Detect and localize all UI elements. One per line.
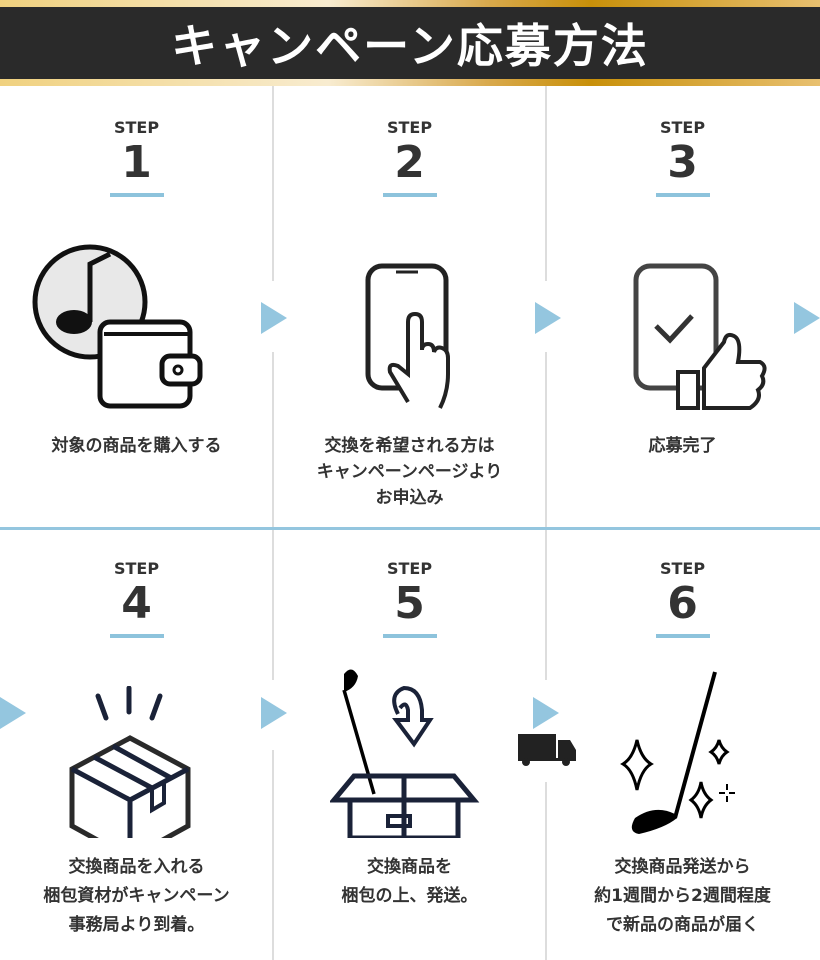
- step-4-description: 交換商品を入れる梱包資材がキャンペーン事務局より到着。: [0, 853, 273, 940]
- divider: [272, 352, 274, 527]
- step-label: STEP: [113, 118, 160, 137]
- step-number: 2: [394, 137, 425, 188]
- step-1-description: 対象の商品を購入する: [0, 433, 273, 459]
- smartphone-tap-icon: [365, 263, 450, 409]
- step-label: STEP: [659, 118, 706, 137]
- step-underline: [655, 193, 710, 198]
- step-underline: [109, 634, 164, 639]
- step-number: 6: [667, 578, 698, 629]
- step-underline: [655, 634, 710, 639]
- divider: [545, 86, 547, 281]
- arrow-right-icon: [261, 302, 287, 334]
- description-line: キャンペーンページより: [316, 462, 503, 482]
- step-label: STEP: [113, 559, 160, 578]
- description-line: 約1週間から2週間程度: [594, 886, 771, 906]
- description-line: 応募完了: [648, 436, 717, 456]
- step-label: STEP: [659, 559, 706, 578]
- step-3-description: 応募完了: [546, 433, 819, 459]
- step-label: STEP: [386, 118, 433, 137]
- step-underline: [109, 193, 164, 198]
- smartphone-check-thumbs-up-icon: [633, 263, 767, 410]
- golf-club-sparkle-icon: [620, 671, 735, 834]
- open-box-golf-club-icon: [330, 669, 480, 838]
- description-line: 梱包資材がキャンペーン: [43, 886, 230, 906]
- step-2-description: 交換を希望される方はキャンペーンページよりお申込み: [273, 433, 546, 511]
- divider: [545, 530, 547, 680]
- step-number: 5: [394, 578, 425, 629]
- divider: [545, 352, 547, 527]
- description-line: 対象の商品を購入する: [51, 436, 222, 456]
- description-line: お申込み: [375, 488, 444, 508]
- step-number: 4: [121, 578, 152, 629]
- title-banner: キャンペーン応募方法: [0, 0, 820, 86]
- divider: [272, 86, 274, 281]
- step-number: 1: [121, 137, 152, 188]
- description-line: 交換商品発送から: [614, 857, 751, 877]
- arrow-right-icon: [535, 302, 561, 334]
- step-underline: [382, 634, 437, 639]
- step-underline: [382, 193, 437, 198]
- arrow-right-icon: [533, 697, 559, 729]
- wallet-music-icon: [32, 244, 203, 409]
- row-divider: [0, 527, 820, 530]
- step-6-description: 交換商品発送から約1週間から2週間程度で新品の商品が届く: [546, 853, 819, 940]
- divider: [272, 530, 274, 680]
- arrow-right-icon: [794, 302, 820, 334]
- divider: [272, 750, 274, 960]
- step-number: 3: [667, 137, 698, 188]
- description-line: 梱包の上、発送。: [341, 886, 478, 906]
- arrow-right-icon: [0, 697, 26, 729]
- description-line: 交換を希望される方は: [324, 436, 495, 456]
- divider: [545, 782, 547, 960]
- description-line: 交換商品を入れる: [68, 857, 205, 877]
- page-title: キャンペーン応募方法: [0, 7, 820, 79]
- truck-icon: [518, 734, 576, 766]
- description-line: 交換商品を: [367, 857, 452, 877]
- description-line: で新品の商品が届く: [606, 915, 759, 935]
- package-box-icon: [69, 686, 191, 838]
- step-5-description: 交換商品を梱包の上、発送。: [273, 853, 546, 911]
- arrow-right-icon: [261, 697, 287, 729]
- description-line: 事務局より到着。: [68, 915, 205, 935]
- step-label: STEP: [386, 559, 433, 578]
